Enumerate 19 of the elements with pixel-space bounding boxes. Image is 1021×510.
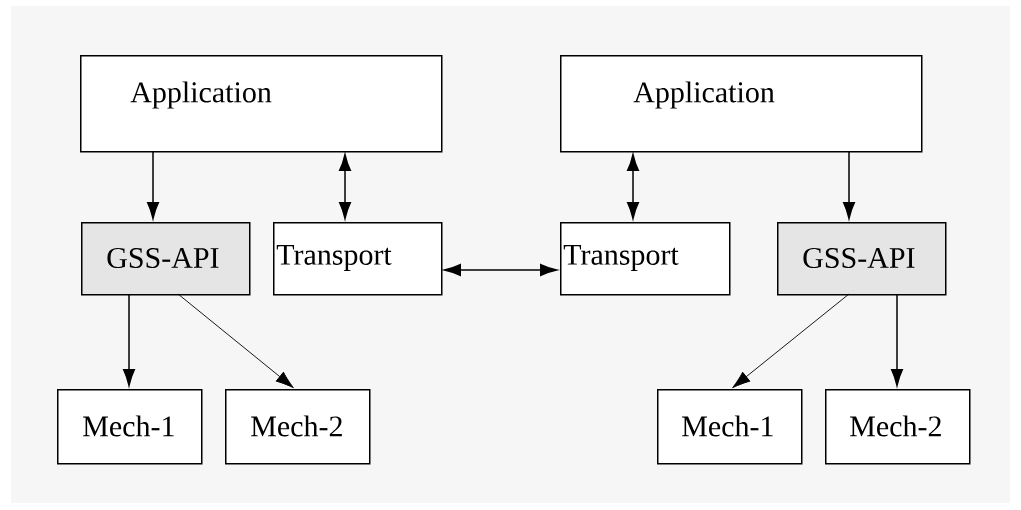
arrow: [890, 293, 904, 387]
process-box: Mech-1: [57, 389, 203, 465]
arrow: [123, 293, 136, 387]
arrow: [626, 153, 640, 220]
arrow: [338, 153, 352, 220]
arrow: [443, 263, 558, 276]
process-box: Application: [80, 55, 443, 153]
arrow: [732, 293, 850, 389]
arrow: [147, 150, 160, 220]
api-box: GSS-API: [777, 222, 947, 296]
process-box: Mech-2: [225, 389, 371, 465]
process-box: Mech-1: [657, 389, 803, 465]
process-box: Transport: [560, 222, 731, 296]
process-box: Transport: [273, 222, 443, 296]
process-box: Mech-2: [825, 389, 971, 465]
process-box: Application: [560, 55, 923, 153]
arrow: [842, 150, 856, 220]
arrow: [177, 293, 294, 389]
api-box: GSS-API: [81, 222, 251, 296]
